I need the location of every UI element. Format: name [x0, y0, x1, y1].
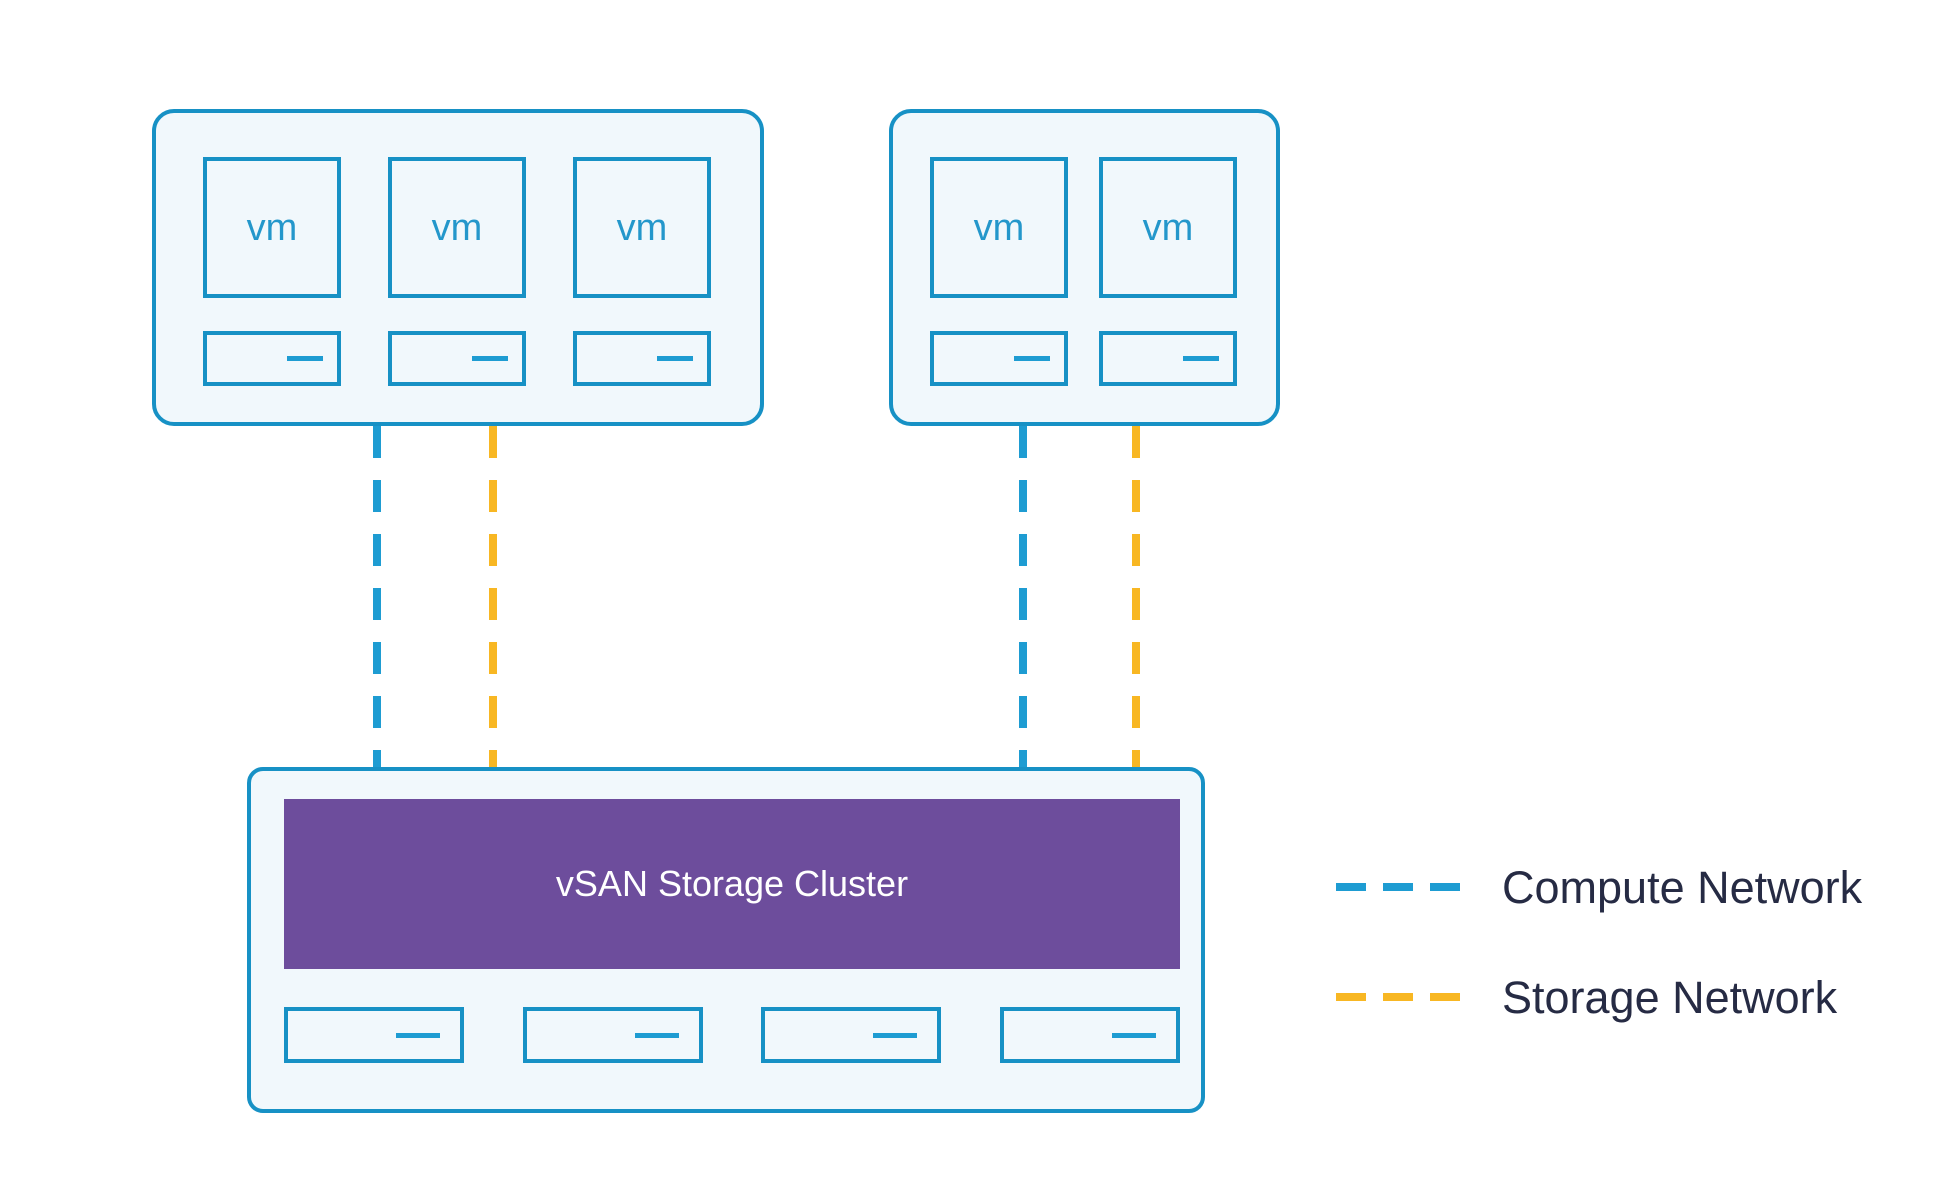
vm-label: vm — [1142, 206, 1194, 249]
nic-dash-icon — [657, 356, 693, 361]
storage-cluster-box: vSAN Storage Cluster — [247, 767, 1205, 1113]
nic-dash-icon — [1111, 1032, 1156, 1038]
vm-label: vm — [973, 206, 1025, 249]
host-2-nic-row — [930, 331, 1237, 386]
vm-box: vm — [388, 157, 526, 298]
host-2-vm-row: vm vm — [930, 157, 1237, 298]
vm-label: vm — [246, 206, 298, 249]
nic-port — [522, 1007, 703, 1063]
storage-cluster-banner: vSAN Storage Cluster — [284, 799, 1180, 969]
legend-label: Storage Network — [1502, 971, 1838, 1023]
nic-port — [1099, 331, 1237, 386]
nic-port — [999, 1007, 1180, 1063]
vm-box: vm — [1099, 157, 1237, 298]
vm-box: vm — [203, 157, 341, 298]
host-1-nic-row — [203, 331, 711, 386]
nic-dash-icon — [634, 1032, 679, 1038]
nic-port — [761, 1007, 942, 1063]
storage-network-dash-icon — [1336, 993, 1468, 1001]
storage-network-line-host1 — [489, 426, 497, 767]
legend-item-compute-network: Compute Network — [1336, 861, 1863, 913]
nic-dash-icon — [396, 1032, 440, 1038]
storage-network-line-host2 — [1132, 426, 1140, 767]
legend-item-storage-network: Storage Network — [1336, 971, 1838, 1023]
vm-box: vm — [573, 157, 711, 298]
nic-dash-icon — [873, 1032, 918, 1038]
vm-label: vm — [431, 206, 483, 249]
legend-label: Compute Network — [1502, 861, 1863, 913]
nic-dash-icon — [287, 356, 323, 361]
host-box-1: vm vm vm — [152, 109, 764, 426]
storage-cluster-label: vSAN Storage Cluster — [555, 863, 909, 904]
vm-label: vm — [616, 206, 668, 249]
host-1-vm-row: vm vm vm — [203, 157, 711, 298]
host-box-2: vm vm — [889, 109, 1280, 426]
vm-box: vm — [930, 157, 1068, 298]
nic-port — [573, 331, 711, 386]
nic-dash-icon — [1183, 356, 1219, 361]
nic-port — [284, 1007, 464, 1063]
nic-port — [930, 331, 1068, 386]
nic-port — [203, 331, 341, 386]
nic-port — [388, 331, 526, 386]
compute-network-dash-icon — [1336, 883, 1468, 891]
nic-dash-icon — [472, 356, 508, 361]
compute-network-line-host1 — [373, 426, 381, 767]
nic-dash-icon — [1014, 356, 1050, 361]
storage-nic-row — [284, 1007, 1180, 1063]
compute-network-line-host2 — [1019, 426, 1027, 767]
